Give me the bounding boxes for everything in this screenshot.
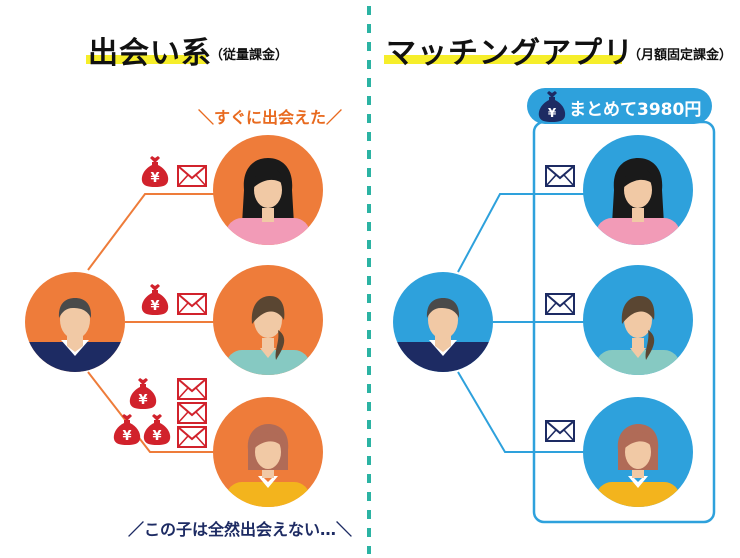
annotation-met-quickly: ＼すぐに出会えた／ [198,108,343,127]
money-bag-yen-icon [141,156,169,187]
right-connection-lines [457,193,584,453]
left-female-avatar-3 [213,397,323,507]
left-connection-lines [87,193,215,453]
right-female-avatar-2 [583,265,693,375]
left-female-avatar-1 [213,135,323,245]
envelope-icon [545,420,575,442]
envelope-icon [177,402,207,424]
right-title-highlight [384,55,622,64]
envelope-icon [177,426,207,448]
money-bag-yen-icon [129,378,157,409]
money-bag-yen-icon [141,284,169,315]
right-female-avatar-3 [583,397,693,507]
right-title: マッチングアプリ [386,36,634,71]
envelope-icon [177,165,207,187]
annotation-cannot-meet: ／この子は全然出会えない…＼ [128,520,353,539]
envelope-icon [177,293,207,315]
left-female-avatar-2 [213,265,323,375]
right-female-avatar-1 [583,135,693,245]
price-label: まとめて3980円 [569,100,702,120]
envelope-icon [177,378,207,400]
money-bag-yen-icon [113,414,141,445]
right-subtitle: （月額固定課金） [628,48,733,63]
money-bag-yen-icon [143,414,171,445]
right-male-avatar [393,272,493,372]
envelope-icon [545,165,575,187]
envelope-icon [545,293,575,315]
left-subtitle: （従量課金） [210,48,289,63]
left-title-highlight [86,55,206,64]
left-male-avatar [25,272,125,372]
left-title: 出会い系 [88,36,212,71]
